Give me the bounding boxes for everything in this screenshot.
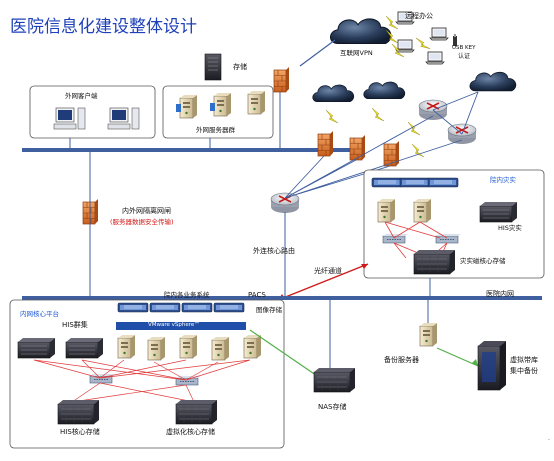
vmware-label: VMware vSphere™ — [148, 322, 200, 328]
image-storage-label: 图像存储 — [256, 306, 282, 314]
storage-array-icon — [175, 399, 218, 425]
backup-room-box — [363, 169, 545, 279]
server-icon — [147, 336, 166, 361]
lightning-icon — [325, 109, 339, 124]
server-icon — [179, 94, 198, 119]
usb-key-label: USB KEY — [452, 45, 476, 51]
virtual-core-storage-label: 虚拟化核心存储 — [166, 428, 215, 436]
his-core-storage-label: HIS核心存储 — [60, 428, 100, 436]
switch-icon — [435, 233, 462, 244]
rack-server-icon — [65, 337, 104, 359]
tape-library-icon — [477, 341, 506, 391]
nas-link — [249, 329, 327, 383]
extranet-core-router-label: 外连核心路由 — [253, 247, 295, 255]
fiber-channel-link — [277, 263, 369, 301]
server-icon — [247, 90, 266, 115]
server-icon — [377, 198, 396, 223]
extranet-servers-label: 外网服务器群 — [196, 126, 235, 134]
storage-array-icon — [413, 249, 456, 275]
backup-room-label: 院内灾实 — [490, 176, 516, 184]
firewall-icon — [349, 134, 366, 161]
fiber-channel-label: 光纤通道 — [314, 267, 342, 275]
server-icon — [117, 334, 136, 359]
server-icon — [179, 334, 198, 359]
desktop-icon — [107, 107, 140, 130]
virtual-tape-label: 虚拟带库 — [510, 356, 538, 364]
remote-office-group — [395, 11, 457, 65]
rack-server-icon — [17, 337, 56, 359]
rack-server-icon — [479, 201, 518, 223]
backup-core-storage-label: 灾实磁核心存储 — [460, 257, 506, 265]
internet-vpn-cloud — [330, 18, 392, 44]
cloud-icon — [363, 81, 406, 100]
extranet-clients-label: 外网客户端 — [65, 92, 98, 100]
server-icon — [213, 92, 232, 117]
server-icon — [413, 198, 432, 223]
switch-icon — [175, 375, 202, 386]
lightning-icon — [411, 143, 425, 158]
remote-office-label: 远程办公 — [405, 12, 433, 20]
storage-label: 存储 — [233, 63, 247, 71]
his-backup-label: HIS灾实 — [498, 224, 522, 232]
server-icon — [243, 334, 262, 359]
cloud-icon — [469, 71, 517, 92]
server-icon — [211, 336, 230, 361]
his-cluster-label: HIS群集 — [62, 321, 88, 329]
hospital-lan-label: 医院内网 — [486, 290, 514, 298]
nas-storage-icon — [313, 367, 356, 393]
backup-server-icon — [419, 322, 438, 347]
hospital-lan-bus — [22, 296, 542, 300]
firewall-icon — [317, 130, 334, 157]
isolation-gateway-label: 内外网隔离网闸 — [122, 207, 171, 215]
switch-icon — [382, 233, 409, 244]
isolation-note-label: (服务器数据安全传输) — [110, 218, 174, 226]
nas-storage-label: NAS存储 — [318, 403, 347, 411]
vmware-bar — [116, 322, 246, 330]
desktop-icon — [53, 107, 86, 130]
centralized-backup-label: 集中备份 — [510, 367, 538, 375]
lightning-icon — [371, 107, 385, 122]
auth-label: 认证 — [458, 53, 471, 60]
core-router-icon — [270, 192, 300, 214]
page-title: 医院信息化建设整体设计 — [10, 17, 197, 37]
firewall-icon — [383, 140, 400, 167]
intranet-core-label: 内网核心平台 — [20, 310, 59, 318]
storage-array-icon — [57, 399, 100, 425]
pacs-label: PACS — [248, 291, 266, 299]
usb-key-icon — [453, 36, 457, 46]
internet-vpn-label: 互联网VPN — [340, 49, 373, 57]
firewall-icon-outer — [273, 66, 290, 93]
svg-text:·: · — [548, 437, 550, 444]
storage-device-icon — [204, 53, 222, 81]
extranet-bus — [22, 148, 352, 152]
cloud-icon — [312, 84, 355, 103]
business-systems-label: 院内各业务系统 — [164, 291, 210, 299]
backup-server-label: 备份服务器 — [384, 356, 419, 364]
